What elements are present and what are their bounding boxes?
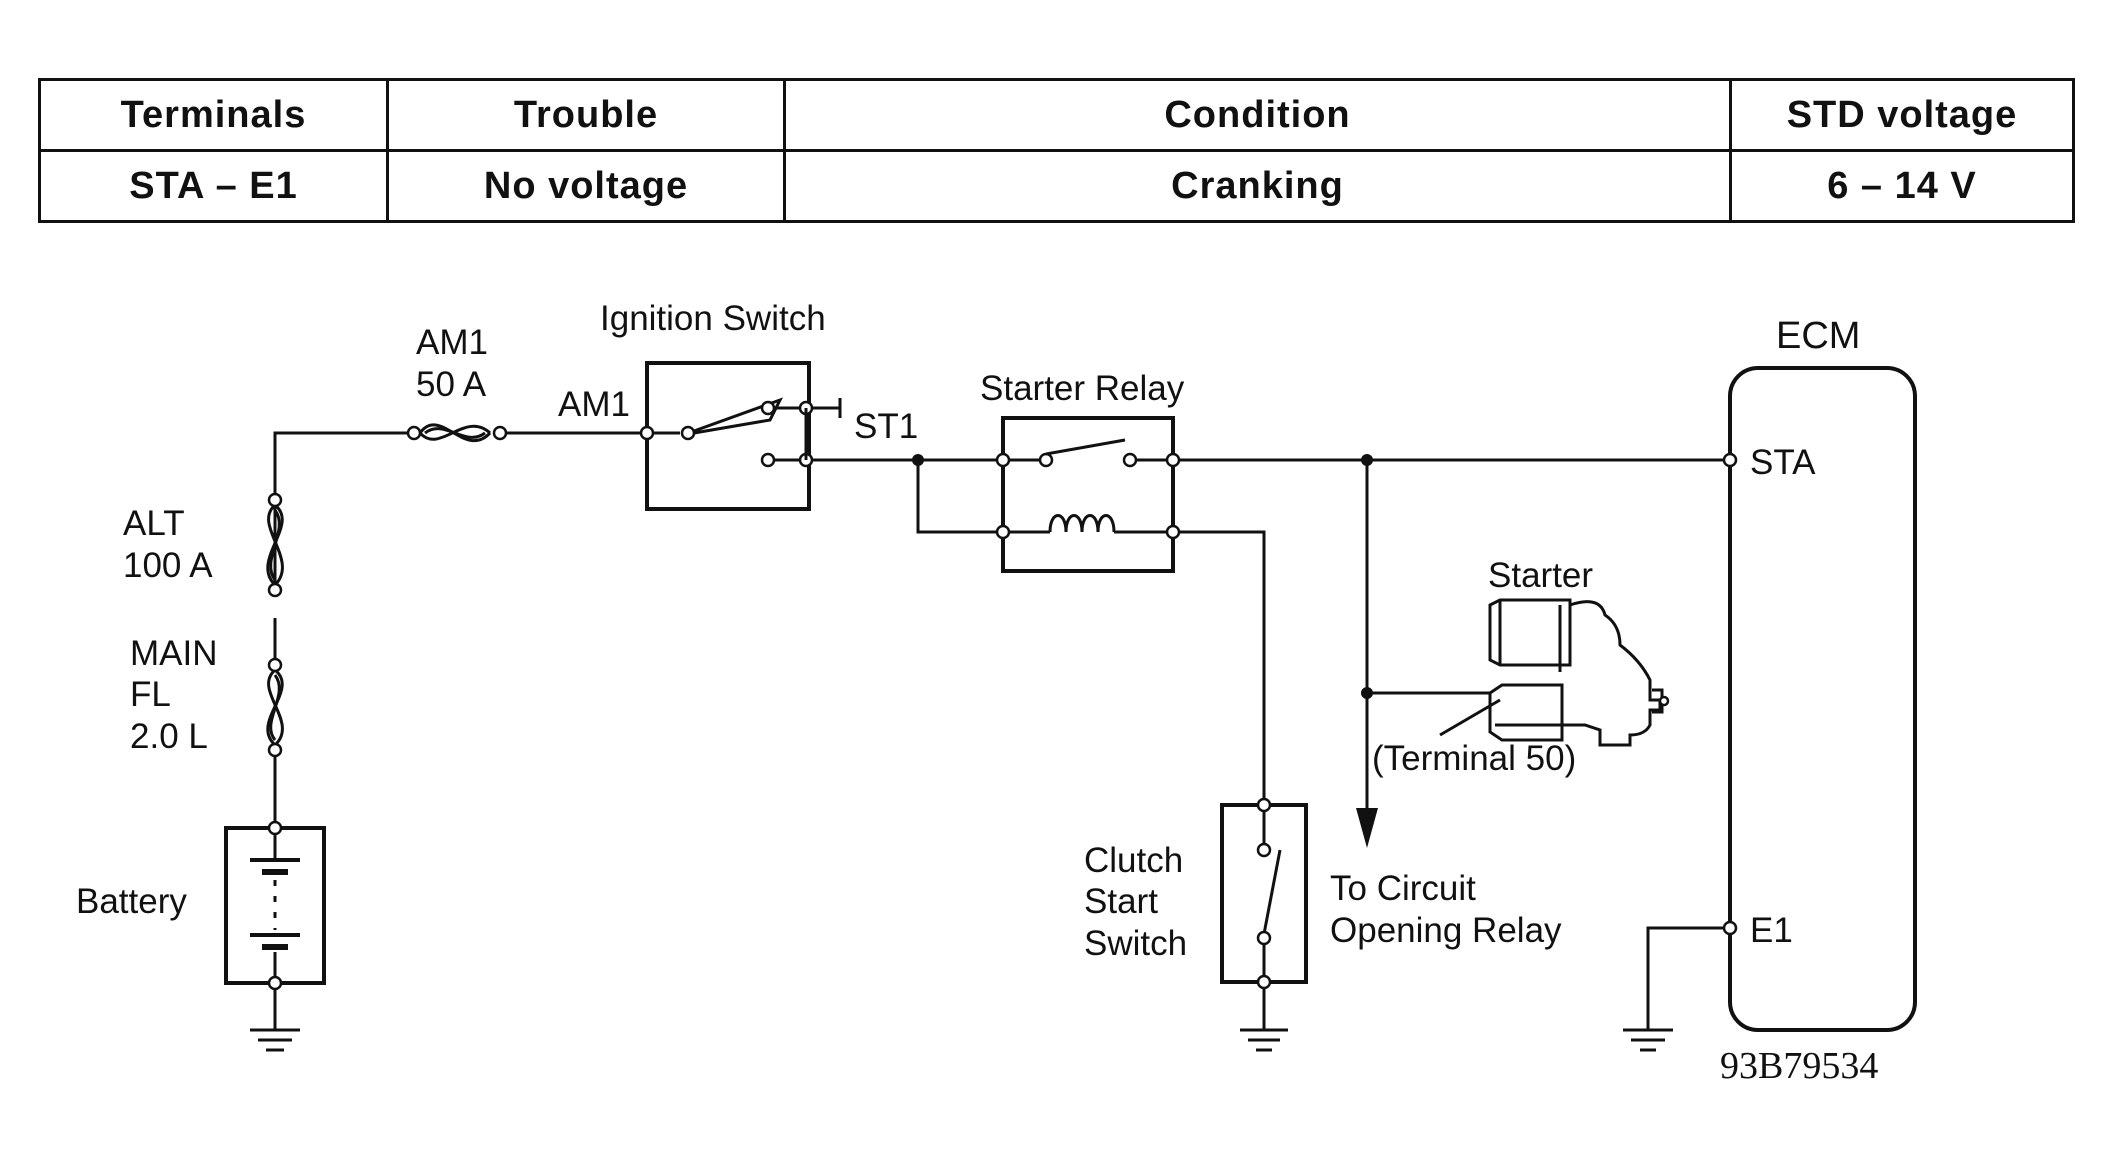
clutch-label-line3: Switch [1084, 924, 1187, 963]
clutch-ground-icon [1240, 988, 1288, 1052]
terminal-50-label: (Terminal 50) [1372, 739, 1576, 778]
alt-fuse-icon [266, 492, 284, 598]
relay-output-wires [1179, 454, 1730, 848]
st1-wires [812, 454, 1003, 534]
clutch-label-line1: Clutch [1084, 841, 1183, 880]
ignition-st1-label: ST1 [854, 407, 918, 446]
am1-fuse-label: AM1 [416, 323, 488, 362]
ignition-switch-label: Ignition Switch [600, 299, 826, 338]
main-fuse-type: FL [130, 675, 171, 714]
ecm-icon [1623, 366, 1917, 1052]
starter-relay-label: Starter Relay [980, 369, 1185, 408]
to-circuit-label-line1: To Circuit [1330, 869, 1476, 908]
header-trouble: Trouble [386, 78, 786, 152]
alt-fuse-rating: 100 A [123, 546, 213, 585]
main-fuse-rating: 2.0 L [130, 717, 208, 756]
spec-table: Terminals Trouble Condition STD voltage … [38, 78, 2075, 223]
battery-icon [224, 820, 326, 991]
ignition-am1-label: AM1 [558, 385, 630, 424]
ecm-label: ECM [1776, 315, 1860, 357]
battery-ground-icon [250, 983, 300, 1052]
to-circuit-label-line2: Opening Relay [1330, 911, 1562, 950]
ecm-e1-label: E1 [1750, 911, 1793, 950]
header-condition: Condition [783, 78, 1732, 152]
starter-relay-icon [995, 416, 1181, 573]
clutch-label-line2: Start [1084, 882, 1158, 921]
main-fuse-label: MAIN [130, 634, 218, 673]
cell-terminals: STA – E1 [38, 149, 389, 223]
figure-code: 93B79534 [1720, 1045, 1878, 1087]
am1-fuse-icon [406, 423, 508, 442]
clutch-start-switch-icon [1220, 797, 1308, 990]
battery-label: Battery [76, 882, 187, 921]
ignition-switch-icon [639, 361, 842, 511]
alt-fuse-label: ALT [123, 504, 185, 543]
ecm-sta-label: STA [1750, 443, 1816, 482]
starter-motor-icon [1439, 598, 1670, 747]
main-fuse-icon [266, 657, 284, 758]
header-terminals: Terminals [38, 78, 389, 152]
cell-std-voltage: 6 – 14 V [1729, 149, 2075, 223]
starter-label: Starter [1488, 556, 1593, 595]
cell-trouble: No voltage [386, 149, 786, 223]
cell-condition: Cranking [783, 149, 1732, 223]
table-header-row: Terminals Trouble Condition STD voltage [38, 78, 2075, 152]
table-row: STA – E1 No voltage Cranking 6 – 14 V [38, 149, 2075, 223]
am1-fuse-rating: 50 A [416, 365, 487, 404]
supply-wires [273, 431, 647, 828]
header-std-voltage: STD voltage [1729, 78, 2075, 152]
